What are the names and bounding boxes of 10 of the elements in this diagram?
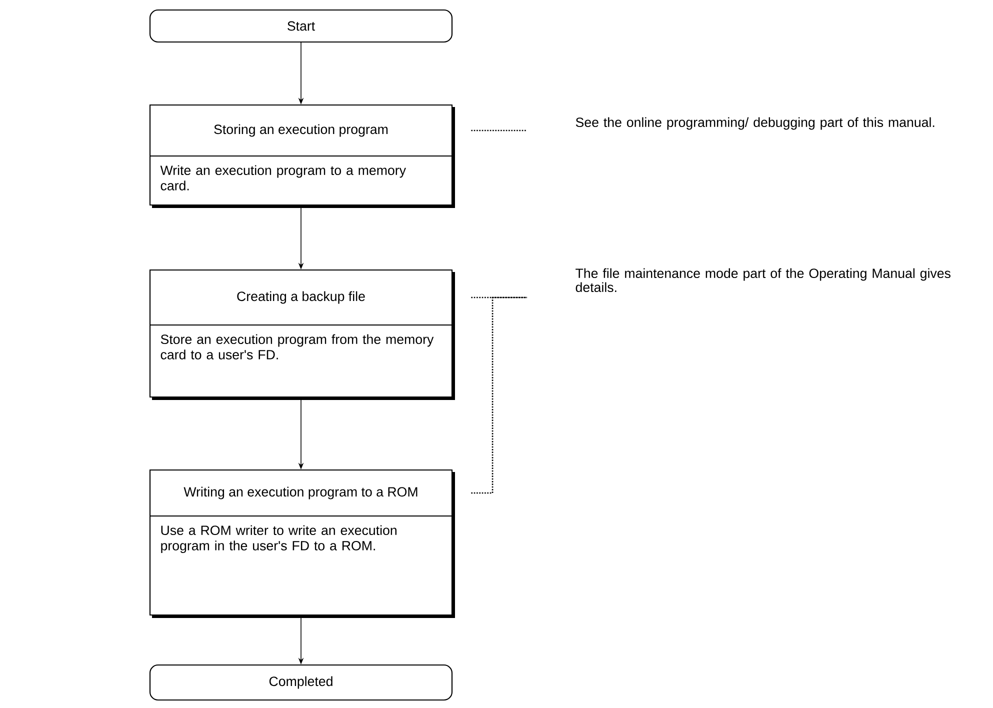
terminal-box: Completed [149,664,453,701]
process-box: Creating a backup file Store an execution program from the memory card to a user's FD. [149,269,455,400]
leader-line [471,130,527,132]
process-box: Storing an execution program Write an execution program to a memory card. [149,104,455,208]
note-text: See the online programming/ debugging part of this manual. [576,117,934,130]
leader-line [471,296,527,494]
note-text: The file maintenance mode part of the Operating Manual gives details. [576,268,950,292]
leader-line [471,296,527,298]
process-box: Writing an execution program to a ROM Use a ROM writer to write an execution program in the user's FD to a ROM. [149,469,455,618]
terminal-box: Start [149,9,453,43]
